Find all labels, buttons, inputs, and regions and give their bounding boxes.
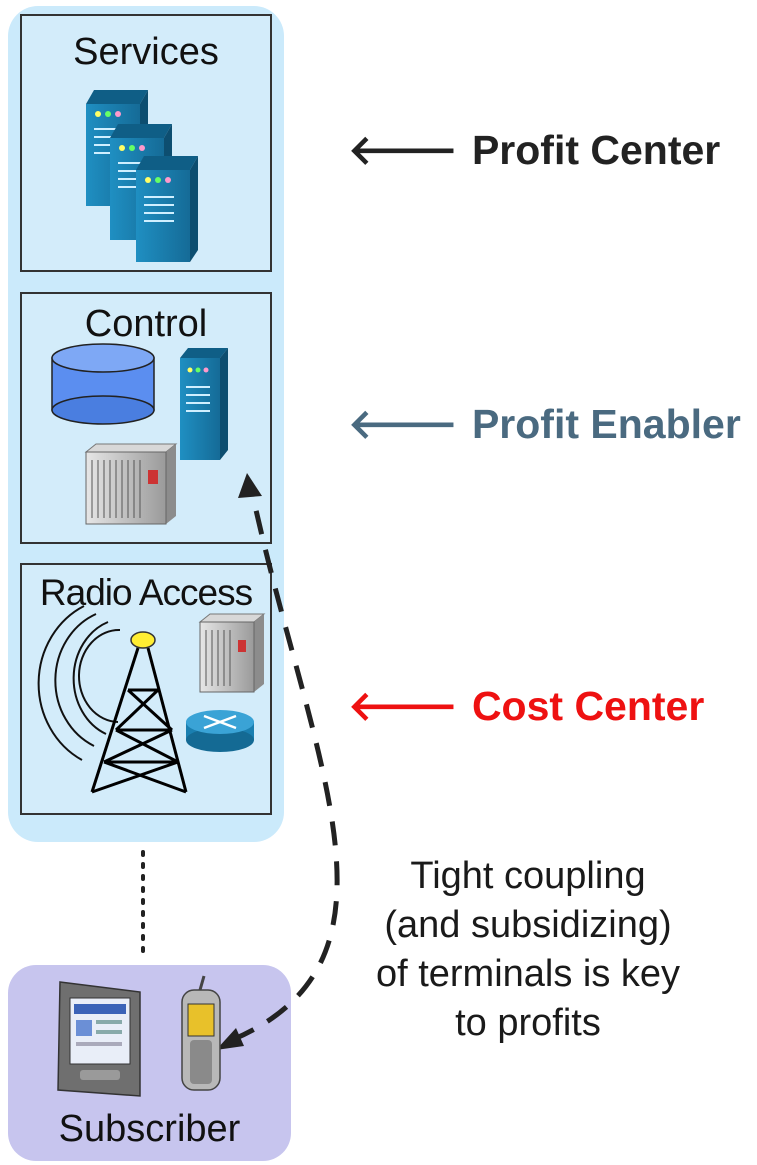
cost-center-callout: 🡐 Cost Center	[348, 682, 704, 730]
note-line: of terminals is key	[375, 953, 681, 995]
cost-center-text: Cost Center	[471, 683, 705, 729]
left-arrow-icon: 🡐	[348, 683, 458, 729]
coupling-note: Tight coupling (and subsidizing) of term…	[318, 852, 738, 1048]
equipment-rack-icon	[84, 443, 178, 525]
radio-access-label: Radio Access	[39, 572, 253, 613]
server-icon	[180, 348, 228, 460]
services-label: Services	[73, 31, 219, 73]
equipment-rack-icon	[198, 613, 266, 693]
profit-center-text: Profit Center	[471, 127, 721, 173]
note-line: to profits	[455, 1002, 601, 1044]
left-arrow-icon: 🡐	[348, 127, 458, 173]
subscriber-label: Subscriber	[58, 1108, 241, 1150]
pda-icon	[57, 981, 141, 1097]
coupling-arrow	[231, 491, 340, 1043]
router-icon	[186, 710, 254, 752]
profit-enabler-text: Profit Enabler	[471, 401, 741, 447]
note-line: Tight coupling	[410, 855, 646, 897]
mobile-phone-icon	[181, 975, 221, 1091]
arrowhead-down	[216, 1028, 244, 1050]
database-icon	[51, 343, 155, 425]
control-label: Control	[84, 303, 208, 345]
profit-center-callout: 🡐 Profit Center	[348, 126, 720, 174]
arrowhead-up	[238, 473, 262, 498]
left-arrow-icon: 🡐	[348, 401, 458, 447]
radio-tower-icon	[90, 631, 188, 794]
server-icon	[136, 156, 198, 262]
profit-enabler-callout: 🡐 Profit Enabler	[348, 400, 741, 448]
note-line: (and subsidizing)	[384, 904, 672, 946]
subscriber-background	[8, 965, 291, 1161]
radio-waves-icon	[37, 605, 121, 761]
